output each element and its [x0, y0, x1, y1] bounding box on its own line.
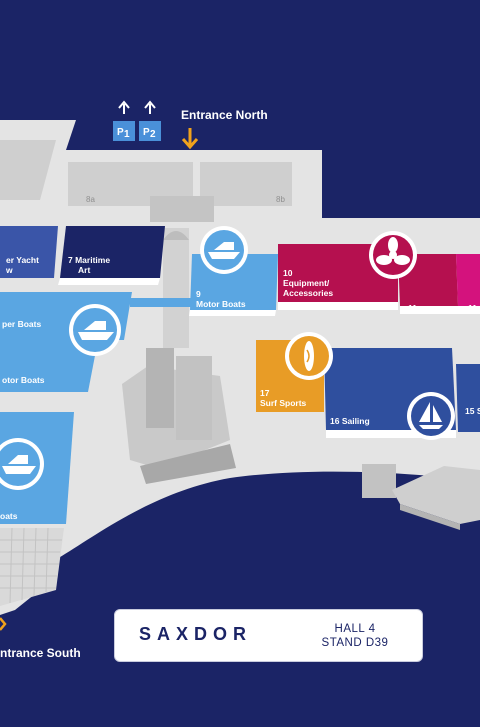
arrow-entrance-north-icon — [181, 128, 199, 150]
surfboard-icon — [285, 332, 333, 380]
parking-signs: P 1 P 2 — [113, 100, 161, 141]
hall-7-label-line1: 7 Maritime — [68, 255, 110, 265]
hall-15 — [456, 364, 480, 432]
hall-10-equipment — [278, 244, 398, 302]
motorboat-icon — [69, 304, 121, 356]
hall-superyacht-line1: er Yacht — [6, 255, 39, 265]
hall-11-a-label: 11 — [408, 303, 417, 313]
parking-p1-sub: 1 — [124, 129, 130, 140]
parking-p2-sub: 2 — [150, 129, 156, 140]
hall-8b-label: 8b — [276, 195, 285, 204]
walkway-vertical — [163, 228, 189, 348]
hall-number: HALL 4 — [334, 623, 376, 635]
hall-9-label-line1: 9 — [196, 289, 201, 299]
hall-motorboats-left-label: otor Boats — [2, 375, 45, 385]
motorboat-icon — [200, 226, 248, 274]
parking-grid — [0, 527, 64, 606]
connector-north — [150, 196, 214, 222]
hall-17-label-line2: Surf Sports — [260, 398, 307, 408]
hall-boats-lower-label: oats — [0, 511, 18, 521]
center-tower — [122, 348, 236, 484]
hall-11-shadow — [400, 306, 480, 314]
hall-8a-label: 8a — [86, 195, 95, 204]
hall-superboats-label: per Boats — [2, 319, 41, 329]
walkway-blue — [130, 298, 200, 307]
entrance-south-label: ntrance South — [0, 646, 81, 660]
sailboat-icon — [407, 392, 455, 440]
hall-15-label: 15 S — [465, 406, 480, 416]
hall-left-grey — [0, 140, 56, 200]
stand-number: STAND D39 — [321, 637, 389, 649]
hall-7-shadow — [58, 278, 160, 285]
hall-10-shadow — [278, 302, 398, 310]
hall-7-maritime-art — [60, 226, 165, 278]
hall-7-label-line2: Art — [78, 265, 90, 275]
hall-10-label-line3: Accessories — [283, 288, 333, 298]
propeller-icon — [369, 231, 417, 279]
hall-8b — [200, 162, 292, 206]
hall-16-label: 16 Sailing — [330, 416, 370, 426]
hall-10-label-line2: Equipment/ — [283, 278, 330, 288]
hall-11-b-label: 11 — [468, 303, 477, 313]
parking-p2-main: P — [143, 127, 150, 138]
entrance-north-label: Entrance North — [181, 108, 268, 122]
arrow-entrance-south-icon — [0, 617, 7, 631]
saxdor-logo: SAXDOR — [139, 624, 253, 644]
hall-9-shadow — [189, 310, 276, 316]
motorboat-icon — [0, 438, 44, 490]
hall-10-label-line1: 10 — [283, 268, 293, 278]
hall-superyacht-line2: w — [5, 265, 13, 275]
hall-17-label-line1: 17 — [260, 388, 270, 398]
small-buildings-right — [362, 464, 480, 530]
saxdor-stand-badge: SAXDOR HALL 4 STAND D39 — [114, 609, 423, 662]
hall-11-b — [456, 254, 480, 306]
walkway-arch — [163, 231, 189, 240]
parking-p1-main: P — [117, 127, 124, 138]
stand-info: HALL 4 STAND D39 — [305, 622, 405, 650]
hall-9-label-line2: Motor Boats — [196, 299, 246, 309]
hall-superyacht — [0, 226, 58, 278]
hall-motorboats-left — [0, 340, 98, 392]
